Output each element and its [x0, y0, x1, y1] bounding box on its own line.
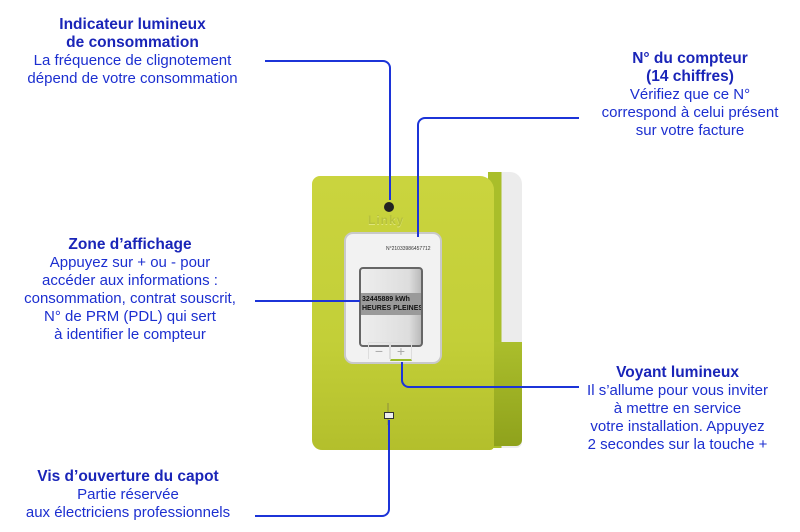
title: N° du compteur [632, 50, 748, 67]
cover-screw [384, 412, 394, 419]
title: Vis d’ouverture du capot [37, 468, 219, 485]
annotation-light: Voyant lumineux Il s’allume pour vous in… [570, 364, 785, 454]
lcd-readout: 32445889 kWh HEURES PLEINES [361, 293, 421, 315]
title: de consommation [66, 34, 199, 51]
text: dépend de votre consommation [27, 70, 238, 87]
leader-counter [417, 117, 579, 237]
leader-indicator [265, 60, 391, 200]
title: Zone d’affichage [68, 236, 192, 253]
text: Vérifiez que ce N° [629, 86, 751, 103]
lcd-screen: 32445889 kWh HEURES PLEINES [359, 267, 423, 347]
leader-screw [255, 420, 390, 517]
text: Il s’allume pour vous inviter [587, 382, 768, 399]
title: (14 chiffres) [646, 68, 734, 85]
text: à identifier le compteur [54, 326, 206, 343]
leader-display [255, 300, 360, 302]
text: Partie réservée [77, 486, 179, 503]
annotation-screw: Vis d’ouverture du capot Partie réservée… [0, 468, 256, 522]
annotation-display-zone: Zone d’affichage Appuyez sur + ou - pour… [0, 236, 260, 344]
text: aux électriciens professionnels [25, 504, 231, 521]
display-panel: N°21033986457712 32445889 kWh HEURES PLE… [344, 232, 442, 364]
brand-logo: Linky [368, 213, 405, 227]
leader-light [401, 362, 579, 388]
text: Appuyez sur + ou - pour [49, 254, 211, 271]
title: Indicateur lumineux [59, 16, 206, 33]
minus-button[interactable]: − [368, 342, 390, 359]
text: N° de PRM (PDL) qui sert [44, 308, 216, 325]
lcd-line-2: HEURES PLEINES [362, 305, 421, 312]
text: sur votre facture [635, 122, 745, 139]
annotation-indicator: Indicateur lumineux de consommation La f… [0, 16, 265, 88]
text: à mettre en service [613, 400, 742, 417]
text: 2 secondes sur la touche + [587, 436, 768, 453]
text: votre installation. Appuyez [590, 418, 765, 435]
title: Voyant lumineux [616, 364, 739, 381]
consumption-led [384, 202, 394, 212]
plus-button[interactable]: + [390, 342, 412, 361]
lcd-line-1: 32445889 kWh [362, 296, 410, 303]
text: correspond à celui présent [601, 104, 779, 121]
text: accéder aux informations : [42, 272, 218, 289]
text: consommation, contrat souscrit, [24, 290, 236, 307]
annotation-counter-number: N° du compteur (14 chiffres) Vérifiez qu… [580, 50, 800, 140]
text: La fréquence de clignotement [33, 52, 232, 69]
meter-serial: N°21033986457712 [386, 246, 431, 252]
